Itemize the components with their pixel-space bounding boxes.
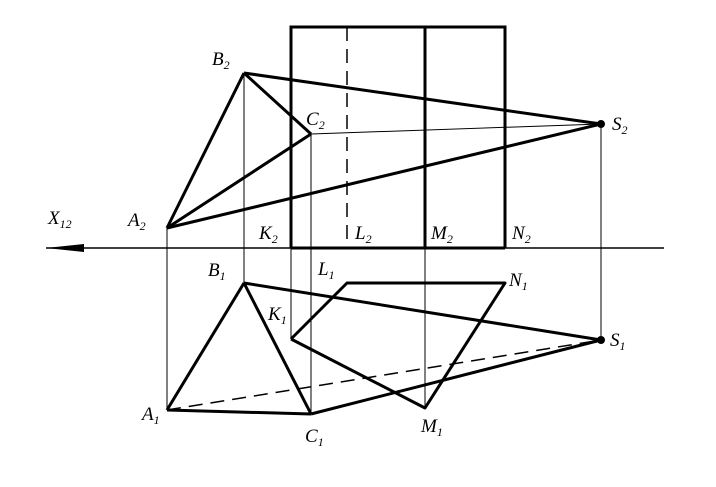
point-labels: X12 B2 C2 S2 A2 K2 L2 M2 N2 B1 L1 N1 K1 …	[47, 49, 628, 449]
label-K2: K2	[258, 223, 278, 246]
edge-A1-C1	[166, 408, 312, 416]
plane-frontal-projection	[289, 25, 507, 250]
edge-C1-S1	[310, 338, 602, 416]
projection-linkage-lines	[166, 73, 602, 414]
label-A2: A2	[126, 210, 146, 233]
line-C2-S2	[310, 123, 602, 135]
axis-label: X12	[47, 208, 72, 231]
label-L2: L2	[354, 223, 372, 246]
edge-A2-S2	[166, 122, 602, 230]
label-C1: C1	[305, 426, 324, 449]
point-S1-dot	[597, 336, 605, 344]
edge-A2-C2	[166, 132, 312, 230]
plane-outline-horizontal	[289, 281, 507, 410]
label-M2: M2	[430, 223, 453, 246]
edge-B2-C2	[242, 71, 313, 136]
label-C2: C2	[306, 109, 325, 132]
edge-B1-C1	[242, 282, 313, 415]
label-M1: M1	[420, 416, 443, 439]
edge-B1-S1	[243, 281, 602, 342]
edge-A1-B1	[165, 282, 246, 411]
point-S2-dot	[597, 120, 605, 128]
label-S1: S1	[610, 330, 626, 353]
label-B1: B1	[208, 260, 226, 283]
edge-A2-B2	[165, 72, 246, 229]
label-B2: B2	[212, 49, 230, 72]
label-N2: N2	[511, 223, 531, 246]
label-S2: S2	[612, 114, 628, 137]
plane-outline-frontal	[289, 25, 507, 248]
edge-A1-S1-hidden	[166, 339, 602, 411]
plane-horizontal-projection	[289, 281, 507, 410]
label-A1: A1	[140, 404, 160, 427]
label-L1: L1	[317, 259, 335, 282]
label-N1: N1	[508, 270, 528, 293]
label-K1: K1	[267, 304, 287, 327]
axis-arrowhead	[46, 244, 84, 252]
pyramid-horizontal-projection	[165, 281, 602, 416]
pyramid-frontal-projection	[165, 71, 602, 230]
edge-B2-S2	[243, 71, 602, 126]
